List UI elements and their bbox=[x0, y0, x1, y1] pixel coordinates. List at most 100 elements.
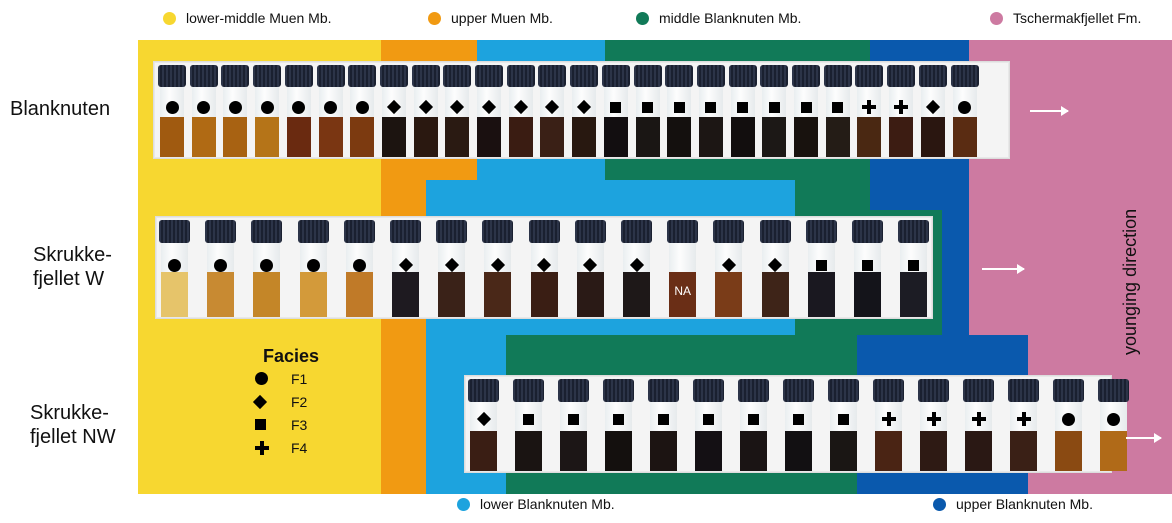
circle-facies-icon bbox=[354, 99, 370, 115]
vial-liquid bbox=[695, 431, 722, 471]
vial-cap bbox=[411, 65, 440, 87]
vial-cap bbox=[558, 379, 589, 402]
vial-liquid bbox=[576, 272, 604, 317]
vial-cap bbox=[348, 65, 377, 87]
diamond-facies-icon bbox=[925, 99, 941, 115]
vial-cap bbox=[1098, 379, 1129, 402]
vial-tray-blanknuten bbox=[153, 61, 1010, 159]
vial-cap bbox=[918, 379, 949, 402]
vial-tray-skrukkefjellet-w: NA bbox=[155, 216, 933, 319]
legend-item: Tschermakfjellet Fm. bbox=[990, 8, 1141, 28]
cross-facies-icon bbox=[881, 411, 897, 427]
younging-arrow bbox=[1126, 433, 1162, 443]
square-facies-icon bbox=[671, 99, 687, 115]
younging-arrow bbox=[982, 264, 1025, 274]
sample-vial bbox=[251, 220, 283, 317]
vial-liquid bbox=[161, 272, 188, 317]
vial-liquid bbox=[540, 117, 565, 157]
diamond-facies-icon bbox=[721, 257, 737, 273]
vial-liquid bbox=[318, 117, 343, 157]
band-upper-blanknuten bbox=[942, 210, 969, 335]
vial-liquid bbox=[1010, 431, 1037, 471]
diamond-facies-icon bbox=[582, 257, 598, 273]
vial-cap bbox=[482, 220, 514, 243]
diamond-facies-icon bbox=[490, 257, 506, 273]
sample-vial bbox=[783, 379, 814, 471]
vial-cap bbox=[621, 220, 652, 243]
diamond-facies-icon bbox=[449, 99, 465, 115]
vial-liquid bbox=[794, 117, 818, 157]
sample-vial bbox=[297, 220, 329, 317]
legend-item: middle Blanknuten Mb. bbox=[636, 8, 801, 28]
vial-liquid bbox=[623, 272, 650, 317]
cross-facies-icon bbox=[893, 99, 909, 115]
vial-liquid bbox=[1055, 431, 1082, 471]
vial-liquid bbox=[484, 272, 512, 317]
vial-cap bbox=[665, 65, 694, 87]
vial-cap bbox=[251, 220, 283, 243]
sample-vial bbox=[1053, 379, 1084, 471]
vial-cap bbox=[574, 220, 606, 243]
sample-vial bbox=[665, 65, 694, 157]
legend-label: middle Blanknuten Mb. bbox=[659, 10, 802, 26]
sample-vial: NA bbox=[667, 220, 699, 317]
sample-vial bbox=[574, 220, 606, 317]
row-label-line: fjellet W bbox=[33, 268, 105, 290]
facies-legend-item: F3 bbox=[255, 413, 319, 436]
vial-liquid bbox=[299, 272, 327, 317]
square-facies-icon bbox=[860, 257, 876, 273]
vial-liquid bbox=[635, 117, 660, 157]
square-facies-icon bbox=[703, 99, 719, 115]
legend-item: upper Blanknuten Mb. bbox=[933, 494, 1093, 514]
vial-cap bbox=[728, 65, 757, 87]
vial-liquid bbox=[730, 117, 755, 157]
sample-vial bbox=[390, 220, 421, 317]
sample-vial bbox=[528, 220, 560, 317]
cross-facies-icon bbox=[255, 440, 271, 455]
legend-label: upper Muen Mb. bbox=[451, 10, 553, 26]
square-facies-icon bbox=[836, 411, 852, 427]
sample-vial bbox=[633, 65, 662, 157]
vial-liquid bbox=[477, 117, 501, 157]
vial-tray-skrukkefjellet-nw bbox=[464, 375, 1129, 473]
vial-liquid bbox=[605, 431, 632, 471]
square-facies-icon bbox=[656, 411, 672, 427]
vial-liquid bbox=[854, 272, 881, 317]
vial-cap bbox=[158, 65, 186, 87]
vial-cap bbox=[823, 65, 852, 87]
vial-liquid bbox=[698, 117, 723, 157]
vial-liquid bbox=[286, 117, 311, 157]
diamond-facies-icon bbox=[767, 257, 783, 273]
vial-liquid bbox=[381, 117, 406, 157]
square-facies-icon bbox=[798, 99, 814, 115]
legend-label: Tschermakfjellet Fm. bbox=[1013, 10, 1142, 26]
sample-vial bbox=[343, 220, 375, 317]
sample-vial bbox=[648, 379, 679, 471]
vial-cap bbox=[918, 65, 947, 87]
square-facies-icon bbox=[255, 419, 271, 430]
diamond-facies-icon bbox=[629, 257, 645, 273]
sample-vial bbox=[963, 379, 994, 471]
sample-vial bbox=[603, 379, 634, 471]
vial-liquid bbox=[350, 117, 375, 157]
sample-vial bbox=[513, 379, 544, 471]
vial-cap bbox=[538, 65, 567, 87]
cross-facies-icon bbox=[971, 411, 987, 427]
square-facies-icon bbox=[735, 99, 751, 115]
row-label-line: fjellet NW bbox=[30, 426, 116, 448]
vial-liquid bbox=[825, 117, 850, 157]
circle-facies-icon bbox=[323, 99, 339, 115]
diamond-facies-icon bbox=[481, 99, 497, 115]
sample-vial bbox=[205, 220, 237, 317]
vial-cap bbox=[379, 65, 408, 87]
sample-vial bbox=[696, 65, 725, 157]
row-label-skrukkefjellet-w: Skrukke- fjellet W bbox=[33, 243, 112, 291]
vial-cap bbox=[528, 220, 560, 243]
circle-facies-icon bbox=[196, 99, 212, 115]
sample-vial bbox=[873, 379, 904, 471]
sample-vial bbox=[823, 65, 852, 157]
vial-cap bbox=[297, 220, 329, 243]
vial-cap bbox=[792, 65, 820, 87]
sample-vial bbox=[918, 65, 947, 157]
